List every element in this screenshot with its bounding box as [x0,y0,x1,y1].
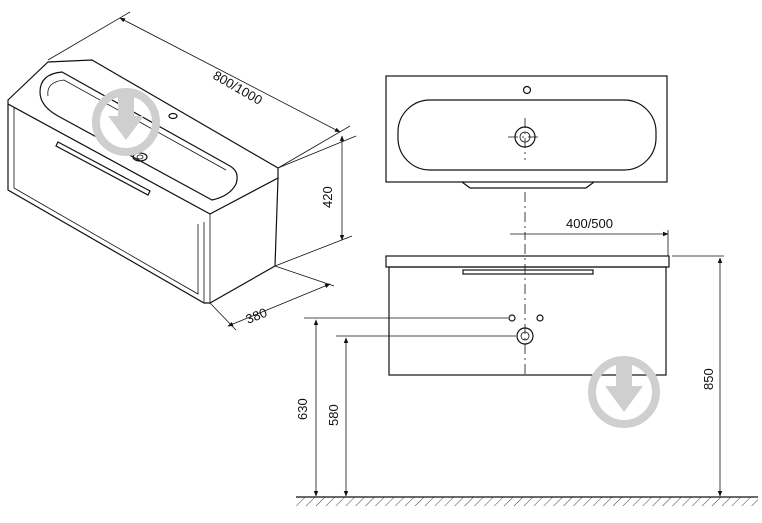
iso-cabinet [7,104,279,304]
front-view [296,230,758,506]
top-view [385,75,668,240]
front-handle [462,269,594,275]
dim-width: 800/1000 [211,68,265,108]
front-cabinet [388,266,667,376]
front-water-inlet-right [536,314,544,322]
top-handle [461,181,595,189]
watermark-logo-icon [588,356,660,428]
isometric-view [7,11,357,331]
front-drain-outlet [516,327,534,345]
dim-height-630: 630 [295,398,310,420]
top-basin [397,99,657,171]
top-countertop [385,75,668,183]
watermark-logo-icon [92,88,160,156]
iso-handle [55,141,151,196]
iso-tap-hole [168,112,178,120]
front-countertop [385,255,670,268]
dim-height-580: 580 [326,404,341,426]
floor-hatch [296,497,758,506]
dim-offset: 400/500 [566,216,613,231]
dim-total-height: 850 [701,368,716,390]
iso-drain [132,152,148,162]
iso-basin [39,71,238,201]
dim-depth: 380 [244,305,270,327]
top-tap-hole [522,85,532,95]
dim-height: 420 [320,186,335,208]
front-water-inlet-left [508,314,516,322]
